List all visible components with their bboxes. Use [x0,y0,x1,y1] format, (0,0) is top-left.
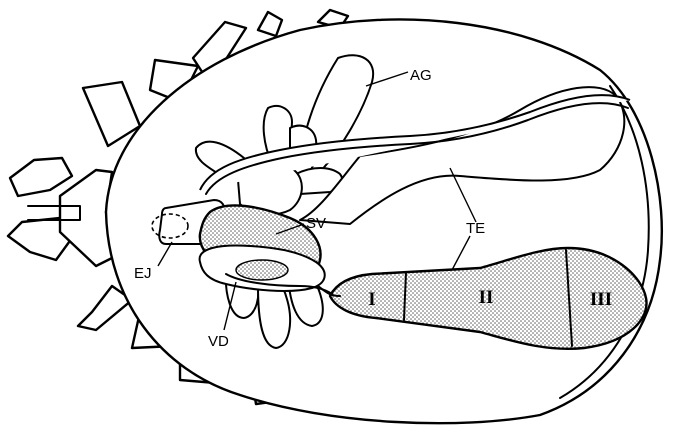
segment-label-one: I [368,289,375,310]
label-ag: AG [410,67,432,84]
segment-label-three: III [590,289,612,310]
label-sv: SV [306,215,326,232]
capitulum [60,170,112,266]
coil-inner-core [236,260,288,280]
leg-top-4 [258,12,282,36]
label-vd: VD [208,333,229,350]
segment-label-two: II [479,287,494,308]
label-te: TE [466,220,485,237]
palp-upper [10,158,72,196]
mouthparts [8,158,112,266]
label-ej: EJ [134,265,152,282]
